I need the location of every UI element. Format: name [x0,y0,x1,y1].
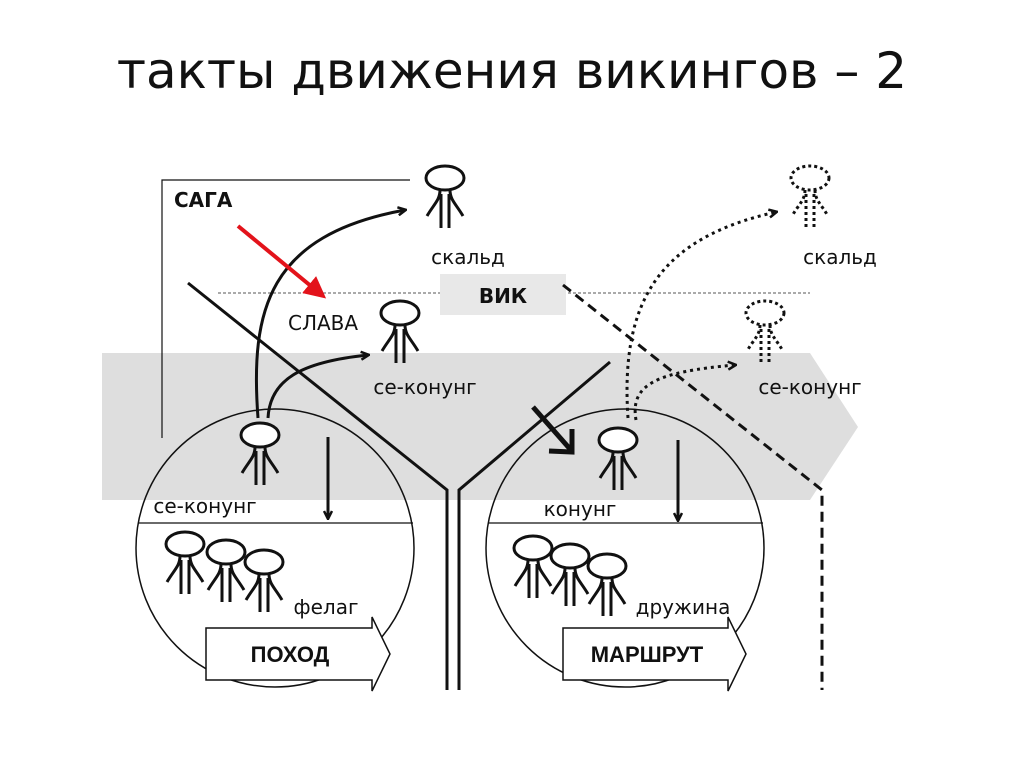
druzhina-figure-2 [549,542,591,608]
skald-label-left: скальд [431,245,505,269]
marshrut-label: МАРШРУТ [591,642,704,667]
vik-label: ВИК [479,284,528,308]
felag-label: фелаг [294,595,359,619]
sekonung-label-right: се-конунг [758,375,861,399]
felag-figure-1 [164,530,206,596]
marshrut-circle [485,408,765,688]
marshrut-box [562,616,747,692]
skald-label-right: скальд [803,245,877,269]
slava-label: СЛАВА [288,311,358,335]
slide-title: такты движения викингов – 2 [116,42,908,100]
felag-figure-3 [243,548,285,614]
skald-figure [424,164,466,230]
konung-label: конунг [544,497,617,521]
druzhina-figure-1 [512,534,554,600]
pokhod-label: ПОХОД [251,642,330,667]
saga-frame [161,179,410,438]
process-band-arrow [102,353,858,500]
funnel-lines [187,281,611,690]
bold-diagonal-arrow [531,405,572,451]
bold-diagonal-arrowhead [548,429,575,455]
dotted-arrow-to-skald [625,212,776,419]
arrow-to-skald [254,210,405,419]
red-saga-arrow [236,224,327,299]
druzhina-label: дружина [636,595,731,619]
sekonung-label-top: се-конунг [373,375,476,399]
arrow-to-sekonung [266,355,368,419]
vik-box [440,274,566,315]
pokhod-circle [135,408,415,688]
saga-label: САГА [174,188,233,212]
skald-figure-future [789,164,831,230]
felag-figure-2 [205,538,247,604]
pokhod-box [205,616,391,692]
sekonung-label-circle: се-конунг [153,494,256,518]
druzhina-figure-3 [586,552,628,618]
